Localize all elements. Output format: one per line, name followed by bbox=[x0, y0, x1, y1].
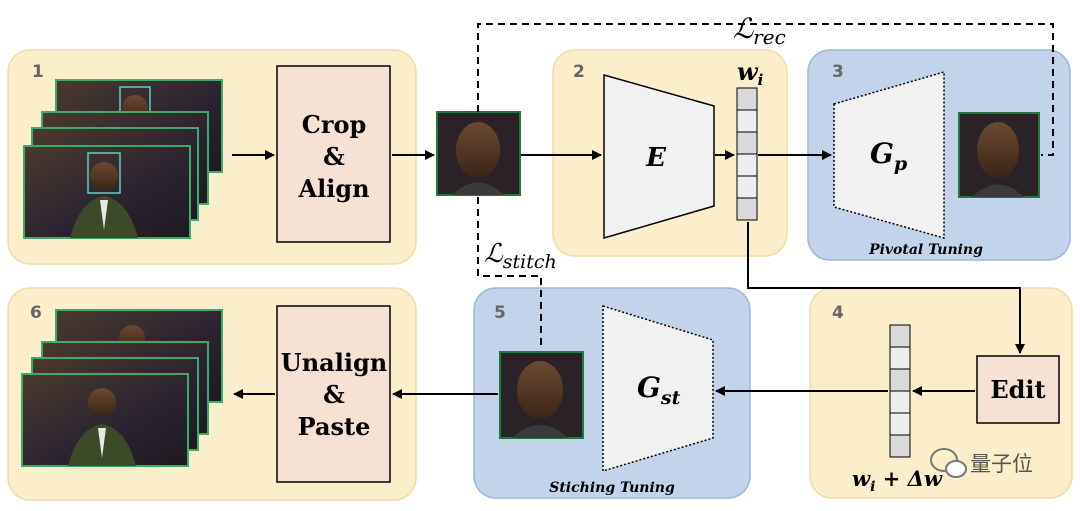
generator-Gp bbox=[833, 71, 945, 239]
stage-1-number: 1 bbox=[32, 62, 44, 82]
latent-vector-edited bbox=[889, 324, 911, 458]
edit-label: Edit bbox=[990, 375, 1045, 404]
generator-Gp-label: Gp bbox=[870, 137, 908, 175]
output-video-frames bbox=[21, 309, 223, 467]
generator-Gst bbox=[602, 304, 714, 473]
unalign-paste-line-2: & bbox=[323, 380, 345, 409]
flow-arrows bbox=[232, 150, 1025, 399]
input-video-frames bbox=[23, 79, 223, 239]
loss-paths bbox=[477, 23, 1054, 350]
stiching-tuning-caption: Stiching Tuning bbox=[549, 480, 675, 496]
latent-edited-label: wi + Δw bbox=[852, 466, 943, 495]
stage-4-number: 4 bbox=[832, 303, 844, 323]
stage-6-number: 6 bbox=[30, 303, 42, 323]
stage-3-number: 3 bbox=[832, 62, 844, 82]
reconstructed-face-image bbox=[958, 112, 1040, 198]
stage-5-number: 5 bbox=[494, 303, 506, 323]
loss-rec-label: ℒrec bbox=[733, 12, 786, 49]
cropped-face-image bbox=[436, 111, 521, 196]
crop-align-box bbox=[276, 65, 391, 243]
crop-align-line-2: & bbox=[323, 142, 345, 171]
encoder-label: E bbox=[645, 143, 667, 173]
latent-vector-wi bbox=[736, 87, 758, 221]
wechat-logo-icon bbox=[930, 448, 967, 478]
latent-wi-label: wi bbox=[737, 57, 764, 89]
edit-box bbox=[976, 355, 1060, 424]
stitched-face-image bbox=[499, 351, 584, 439]
encoder-E bbox=[603, 74, 715, 239]
stage-2-number: 2 bbox=[573, 62, 585, 82]
crop-align-line-3: Align bbox=[297, 174, 369, 203]
watermark-text: 量子位 bbox=[970, 452, 1033, 476]
unalign-paste-line-1: Unalign bbox=[281, 348, 387, 377]
unalign-paste-line-3: Paste bbox=[298, 412, 371, 441]
unalign-paste-box bbox=[276, 305, 391, 483]
pivotal-tuning-caption: Pivotal Tuning bbox=[868, 242, 983, 258]
loss-stitch-label: ℒstitch bbox=[484, 239, 557, 273]
generator-Gst-label: Gst bbox=[637, 371, 681, 409]
crop-align-line-1: Crop bbox=[302, 110, 367, 139]
